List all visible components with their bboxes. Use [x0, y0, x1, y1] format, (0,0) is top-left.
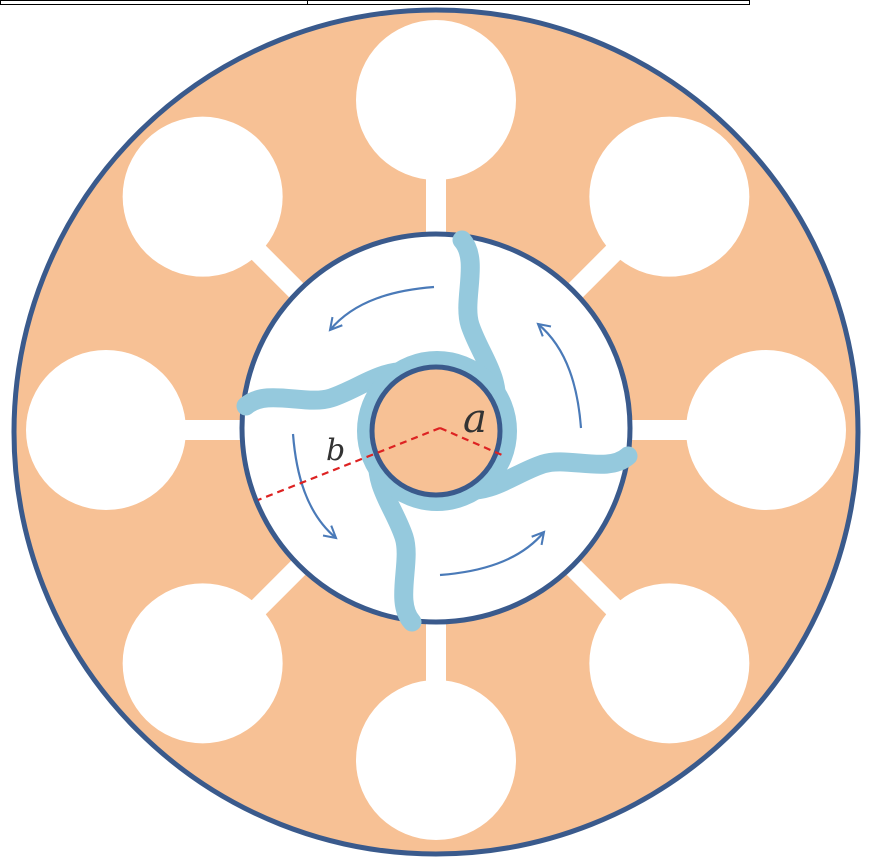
rotor-hub: [357, 351, 517, 511]
cavity: [356, 20, 516, 260]
cavity: [549, 116, 750, 317]
cavity: [26, 350, 266, 510]
label-a: a: [463, 396, 487, 442]
cavity-hole: [589, 583, 750, 744]
radius-lines: [257, 426, 503, 502]
cavity-hole: [122, 583, 283, 744]
cavity: [606, 350, 846, 510]
radius-b-line: [257, 426, 441, 502]
cavity: [549, 543, 750, 744]
rotation-arrow: [439, 530, 546, 577]
electron-rotor: [236, 230, 638, 632]
cavity-hole: [356, 680, 516, 840]
cavity-hole: [122, 116, 283, 277]
label-b: b: [326, 433, 345, 468]
rotation-arrow: [328, 285, 435, 332]
resonant-cavities: [26, 20, 846, 840]
rotation-arrow: [291, 433, 338, 540]
rotation-arrows: [291, 285, 583, 577]
cathode: [369, 364, 503, 498]
cavity: [122, 543, 323, 744]
top-table-border: [0, 0, 750, 5]
cavity: [356, 600, 516, 840]
cavity-hole: [26, 350, 186, 510]
cavity: [122, 116, 323, 317]
cavity-hole: [686, 350, 846, 510]
rotation-arrow: [536, 322, 583, 429]
cavity-hole: [356, 20, 516, 180]
cavity-hole: [589, 116, 750, 277]
